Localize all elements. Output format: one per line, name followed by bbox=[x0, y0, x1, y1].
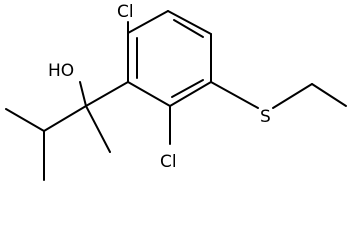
chlorine-top-label: Cl bbox=[117, 2, 134, 22]
ring-bond-bottom-right bbox=[169, 81, 212, 107]
bond-ring-to-quaternary-carbon bbox=[85, 81, 129, 107]
chlorine-bottom-label: Cl bbox=[160, 152, 177, 172]
bond-ethyl-ch2-to-ch3 bbox=[311, 83, 347, 107]
ring-bond-top-left bbox=[127, 10, 169, 34]
ring-bond-bottom-right-inner bbox=[171, 79, 204, 98]
bond-quaternary-carbon-to-hydroxyl bbox=[79, 81, 87, 107]
ring-bond-bottom-left bbox=[127, 81, 171, 107]
bond-quaternary-carbon-to-methyl bbox=[85, 105, 111, 153]
chemical-structure-diagram: Cl Cl HO S bbox=[5, 2, 347, 181]
bond-quaternary-carbon-to-isopropyl-ch bbox=[43, 105, 87, 132]
ring-bond-top-inner bbox=[173, 19, 204, 38]
bond-ring-to-sulfur bbox=[210, 81, 259, 109]
benzene-ring bbox=[127, 10, 212, 107]
bond-isopropyl-ch-to-upper-methyl bbox=[5, 108, 45, 132]
sulfur-label: S bbox=[260, 107, 271, 127]
ring-bond-top bbox=[167, 10, 212, 35]
hydroxyl-label: HO bbox=[48, 61, 74, 81]
bond-sulfur-to-ethyl-ch2 bbox=[272, 83, 313, 109]
